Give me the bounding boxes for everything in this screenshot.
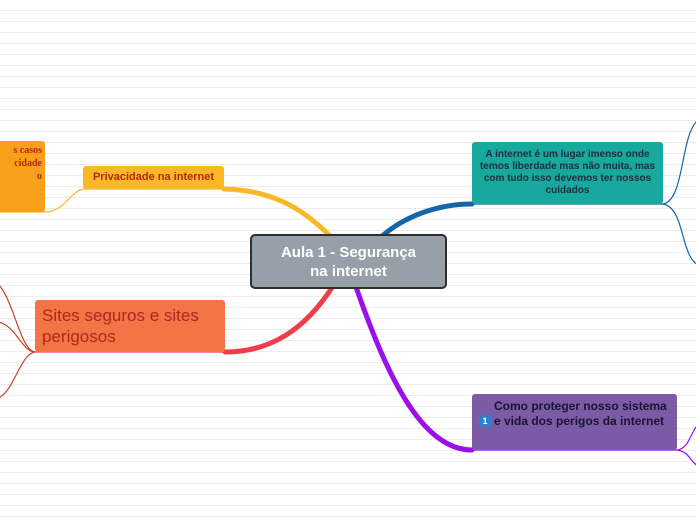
topic-privacy-child[interactable]: s casos cidade o [0, 141, 45, 212]
branch-internet-child-2 [662, 203, 696, 265]
branch-sites [222, 283, 336, 355]
topic-sites[interactable]: Sites seguros e sites perigosos [35, 300, 225, 352]
topic-privacy-child-line1: s casos [13, 145, 42, 156]
branch-protect [353, 284, 475, 453]
center-topic[interactable]: Aula 1 - Segurança na internet [250, 234, 447, 289]
topic-privacy-child-line2: cidade [14, 158, 42, 169]
branch-privacy-child [0, 188, 84, 213]
branch-sites-child-2 [0, 322, 36, 353]
branch-internet [377, 201, 475, 241]
branch-protect-child-1 [676, 426, 696, 451]
number-one-icon: 1 [479, 415, 491, 427]
topic-privacy-label: Privacidade na internet [92, 171, 215, 183]
topic-sites-label: Sites seguros e sites perigosos [42, 306, 199, 346]
topic-internet-label: A internet é um lugar imenso onde temos … [479, 149, 656, 196]
branch-internet-child-1 [662, 121, 696, 205]
topic-privacy[interactable]: Privacidade na internet [83, 166, 224, 189]
topic-privacy-child-line3: o [37, 171, 42, 182]
branch-sites-child-1 [0, 285, 36, 353]
topic-protect-label: Como proteger nosso sistema e vida dos p… [494, 399, 667, 428]
topic-protect[interactable]: 1 Como proteger nosso sistema e vida dos… [472, 394, 677, 450]
branch-privacy [221, 186, 335, 241]
branch-protect-child-2 [676, 449, 696, 466]
center-topic-line1: Aula 1 - Segurança [280, 243, 417, 261]
center-topic-line2: na internet [310, 262, 387, 280]
branch-sites-child-3 [0, 351, 36, 398]
topic-internet[interactable]: A internet é um lugar imenso onde temos … [472, 142, 663, 204]
